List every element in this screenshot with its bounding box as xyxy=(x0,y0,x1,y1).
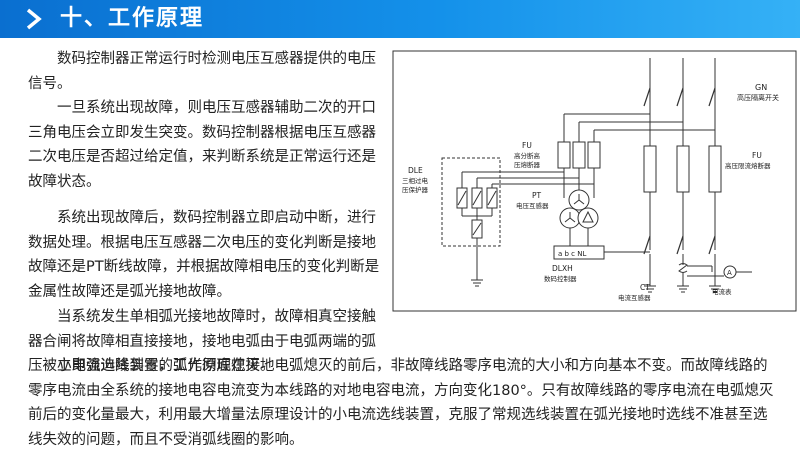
isolator-switches xyxy=(643,87,716,107)
dle-elements xyxy=(456,172,498,280)
paragraph-fault-voltage: 一旦系统出现故障，则电压互感器辅助二次的开口三角电压会立即发生突变。数码控制器根… xyxy=(28,100,376,190)
diagram-frame xyxy=(392,50,797,312)
ct-transformer xyxy=(678,263,724,286)
ct-name: 电流互感器 xyxy=(618,293,651,302)
tap-lines xyxy=(563,113,715,142)
contactor-switches xyxy=(643,235,716,255)
ammeter-symbol: A xyxy=(727,269,732,277)
right-fuses xyxy=(643,145,722,193)
pt-feed-lines xyxy=(462,168,595,198)
fu-right-name: 高压限流熔断器 xyxy=(725,161,771,170)
pt-name: 电压互感器 xyxy=(516,201,549,210)
paragraph-line-selection: 小电流选线装置的工作原理在接地电弧熄灭的前后，非故障线路零序电流的大小和方向基本… xyxy=(28,358,774,448)
pt-transformer xyxy=(559,189,599,229)
pt-code: PT xyxy=(532,191,542,200)
dle-name-line1: 三相过电 xyxy=(402,176,429,185)
fu-left-name-line2: 压熔断器 xyxy=(514,160,541,169)
fu-left-name-line1: 高分断高 xyxy=(514,151,541,160)
fu-right-code: FU xyxy=(752,151,762,160)
dle-name-line2: 压保护器 xyxy=(402,185,429,194)
ct-code: CT xyxy=(640,283,650,292)
paragraph-fault-processing: 系统出现故障后，数码控制器立即启动中断，进行数据处理。根据电压互感器二次电压的变… xyxy=(28,210,380,300)
section-header: 十、工作原理 xyxy=(0,0,800,38)
section-title: 十、工作原理 xyxy=(60,6,205,31)
terminal-wires xyxy=(569,228,650,253)
paragraph-normal-operation: 数码控制器正常运行时检测电压互感器提供的电压信号。 xyxy=(28,51,376,92)
wiring-diagram: GN 高压隔离开关 FU 高分断高 压熔断器 DLE 三相过电 压保护器 xyxy=(392,50,797,312)
dlxh-code: DLXH xyxy=(552,264,573,273)
line-ground-icon xyxy=(644,285,721,293)
fu-left-code: FU xyxy=(522,141,532,150)
gn-name: 高压隔离开关 xyxy=(737,93,779,102)
paragraph-arc-ground: 当系统发生单相弧光接地故障时，故障相真空接触器合闸将故障相直接接地，接地电弧由于… xyxy=(28,309,376,374)
chevron-right-icon xyxy=(26,8,42,30)
dle-box xyxy=(441,157,501,247)
terminal-labels: a b c NL xyxy=(558,250,586,258)
ammeter-name: 电流表 xyxy=(712,287,732,296)
dlxh-name: 数码控制器 xyxy=(544,274,577,283)
left-fuses xyxy=(557,141,601,169)
gn-code: GN xyxy=(755,83,767,92)
dle-arrows xyxy=(457,190,497,236)
dle-code: DLE xyxy=(408,166,423,175)
dle-ground-icon xyxy=(471,279,483,287)
